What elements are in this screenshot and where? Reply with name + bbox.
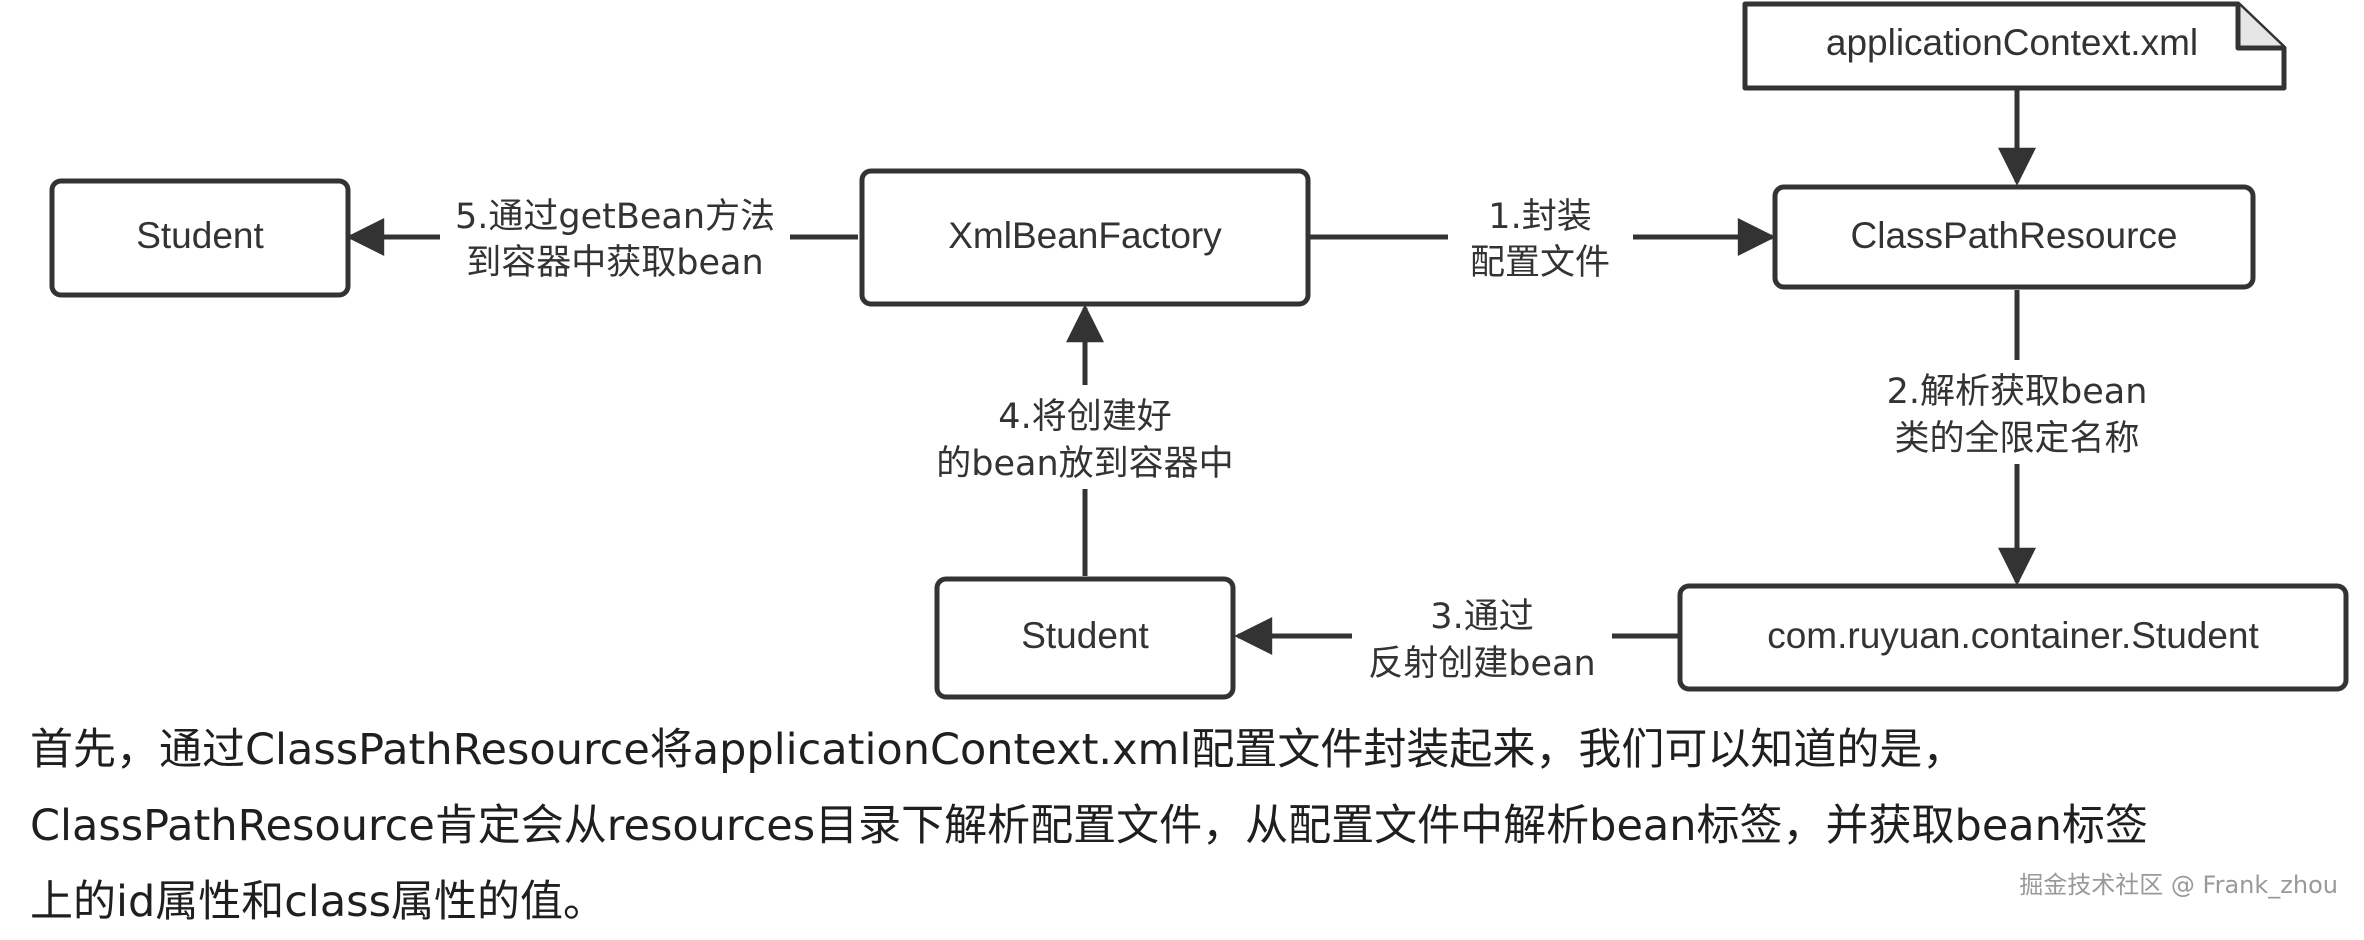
node-class-path-resource-label: ClassPathResource (1851, 215, 2178, 256)
edge-label-step2: 2.解析获取bean 类的全限定名称 (1862, 360, 2172, 464)
node-student-class-label: com.ruyuan.container.Student (1767, 615, 2259, 656)
node-student-left: Student (49, 178, 351, 298)
edge-label-step2-line1: 2.解析获取bean (1887, 372, 2148, 412)
node-student-bottom-label: Student (1021, 615, 1149, 656)
node-application-context-xml: applicationContext.xml (1742, 1, 2287, 91)
document-shape (1742, 1, 2287, 91)
caption-paragraph: 首先，通过ClassPathResource将applicationContex… (30, 712, 2340, 940)
edge-label-step5: 5.通过getBean方法 到容器中获取bean (440, 186, 790, 286)
edge-label-step2-line2: 类的全限定名称 (1894, 419, 2139, 459)
edge-label-step5-line2: 到容器中获取bean (466, 243, 763, 283)
caption-line-2: ClassPathResource肯定会从resources目录下解析配置文件，… (30, 801, 2148, 851)
edge-label-step4-line2: 的bean放到容器中 (936, 444, 1233, 484)
watermark: 掘金技术社区 @ Frank_zhou (2019, 871, 2338, 899)
node-xml-bean-factory: XmlBeanFactory (859, 168, 1311, 307)
caption-line-3: 上的id属性和class属性的值。 (30, 877, 606, 927)
flow-diagram: 1.封装 配置文件 2.解析获取bean 类的全限定名称 3.通过 反射创建be… (49, 1, 2349, 700)
edge-label-step3-line1: 3.通过 (1430, 597, 1533, 637)
edge-label-step5-line1: 5.通过getBean方法 (455, 197, 775, 237)
node-student-class: com.ruyuan.container.Student (1677, 583, 2349, 692)
caption-line-1: 首先，通过ClassPathResource将applicationContex… (30, 725, 1966, 775)
edge-label-step3-line2: 反射创建bean (1368, 644, 1595, 684)
edge-label-step3: 3.通过 反射创建bean (1352, 588, 1612, 688)
edge-label-step1: 1.封装 配置文件 (1448, 186, 1633, 286)
edge-label-step1-line1: 1.封装 (1488, 197, 1591, 237)
node-xml-bean-factory-label: XmlBeanFactory (948, 215, 1222, 256)
node-student-left-label: Student (136, 215, 264, 256)
node-application-context-xml-label: applicationContext.xml (1826, 22, 2198, 63)
node-student-bottom: Student (934, 576, 1236, 700)
node-class-path-resource: ClassPathResource (1772, 184, 2256, 290)
folded-corner-icon (2235, 4, 2284, 51)
edge-label-step4-line1: 4.将创建好 (998, 397, 1171, 437)
edge-label-step1-line2: 配置文件 (1470, 243, 1610, 283)
edge-label-step4: 4.将创建好 的bean放到容器中 (920, 385, 1250, 489)
